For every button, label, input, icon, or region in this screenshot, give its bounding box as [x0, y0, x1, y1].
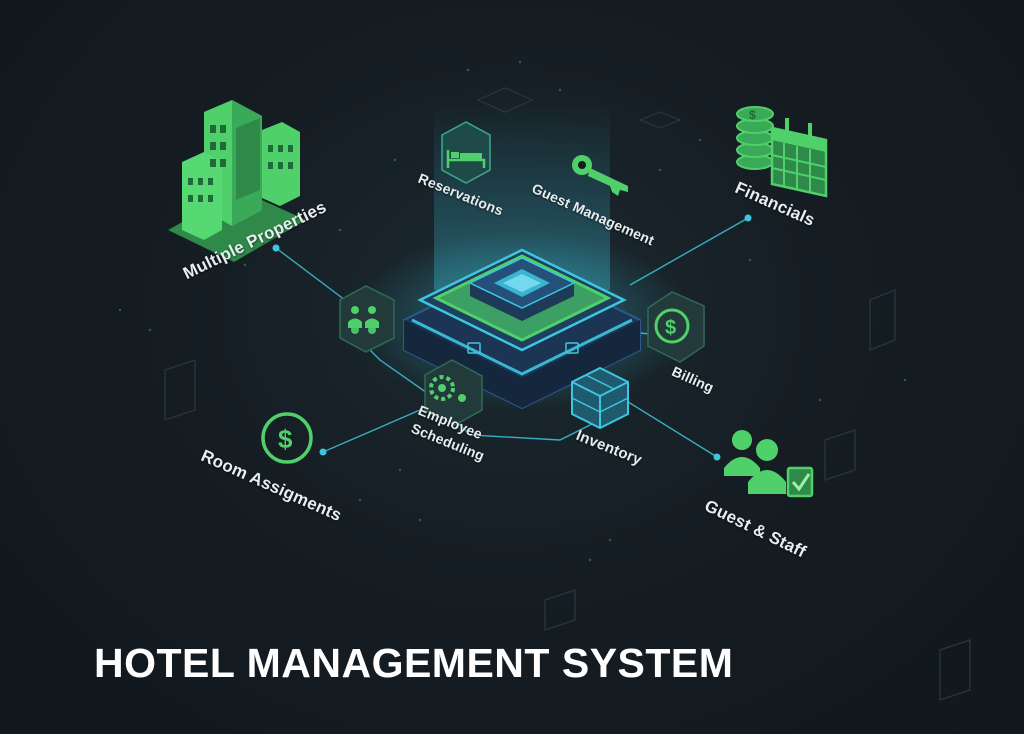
central-hub	[403, 248, 641, 410]
page-title: HOTEL MANAGEMENT SYSTEM	[94, 640, 734, 686]
bed-icon	[441, 121, 491, 184]
particle-dots	[118, 60, 907, 562]
background-tiles	[164, 87, 971, 702]
guest-staff-check-icon	[724, 430, 814, 498]
svg-text:$: $	[278, 424, 293, 454]
connector-dots	[272, 214, 752, 461]
room-dollar-icon: $	[261, 412, 313, 464]
svg-text:$: $	[665, 317, 676, 339]
boxes-icon	[571, 366, 629, 430]
gear-people-icon	[424, 359, 483, 426]
people-group-icon	[339, 285, 395, 353]
svg-text:$: $	[749, 108, 756, 122]
key-icon	[572, 155, 628, 196]
dollar-coin-icon: $	[647, 291, 705, 363]
coins-calendar-icon: $	[736, 106, 828, 198]
buildings-icon	[168, 100, 306, 262]
